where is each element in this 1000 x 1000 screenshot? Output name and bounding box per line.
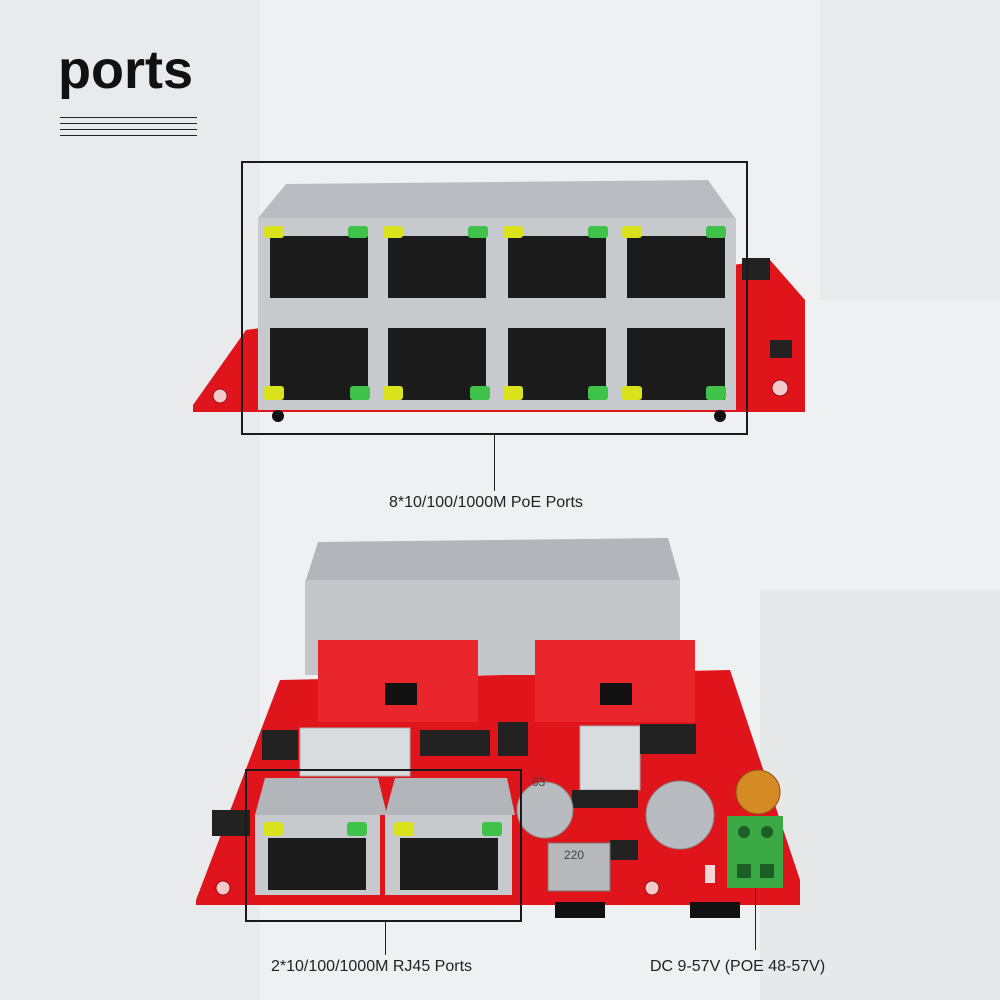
capacitor-marking: 63 xyxy=(532,775,546,789)
title-rule xyxy=(60,135,197,136)
rj45-ports-highlight-frame xyxy=(245,769,522,922)
rj45-ports-callout-line xyxy=(385,922,386,955)
power-input-label: DC 9-57V (POE 48-57V) xyxy=(650,958,826,975)
poe-ports-callout-line xyxy=(494,435,495,491)
poe-ports-highlight-frame xyxy=(241,161,748,435)
rj45-ports-label: 2*10/100/1000M RJ45 Ports xyxy=(271,958,473,975)
title-rule xyxy=(60,117,197,118)
page-title: ports xyxy=(58,40,193,100)
power-callout-line xyxy=(755,888,756,950)
inductor-marking: 220 xyxy=(564,848,585,862)
title-rule xyxy=(60,123,197,124)
poe-ports-label: 8*10/100/1000M PoE Ports xyxy=(389,494,583,511)
background-block xyxy=(820,0,1000,300)
title-rule xyxy=(60,129,197,130)
background-block xyxy=(760,590,1000,1000)
